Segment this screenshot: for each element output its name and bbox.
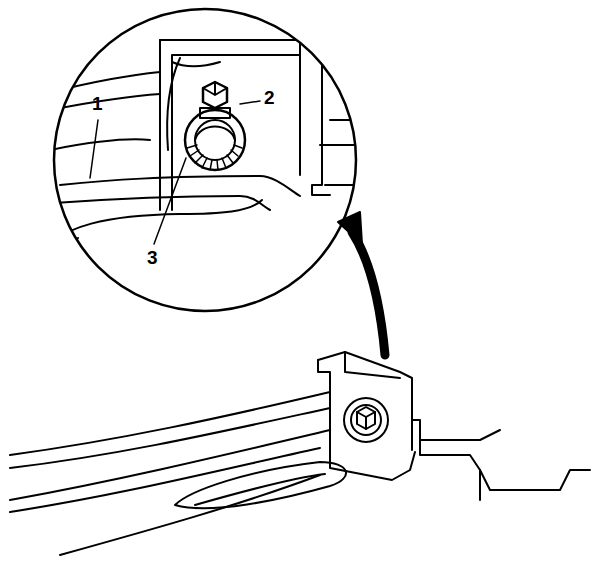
callout-number: 2 <box>264 87 275 108</box>
label-holder: 2 <box>264 88 275 108</box>
magnifier-circle <box>54 9 356 311</box>
callout-number: 1 <box>92 93 103 114</box>
callout-number: 3 <box>147 247 158 268</box>
pointer-arrow <box>352 232 385 355</box>
control-arm <box>10 392 346 555</box>
leader-lines <box>90 101 260 244</box>
label-holder: 1 <box>92 94 103 114</box>
label-holder: 3 <box>147 248 158 268</box>
mounting-bracket <box>318 352 590 500</box>
arrow-head <box>338 212 362 244</box>
